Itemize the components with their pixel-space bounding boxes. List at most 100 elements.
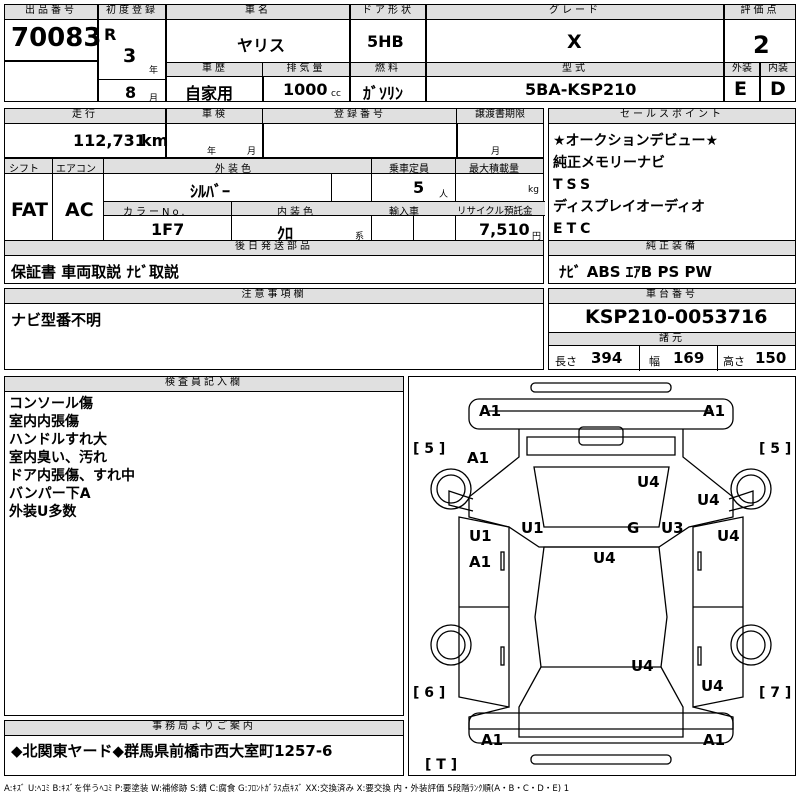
sales-point-item: TSS xyxy=(553,177,595,193)
inspector-item: バンパー下A xyxy=(9,486,91,502)
lot-number-lower xyxy=(4,60,98,102)
displacement-label: 排気量 xyxy=(263,63,349,77)
damage-code: A1 xyxy=(703,731,726,749)
later-parts-box: 後日発送部品 保証書 車両取説 ﾅﾋﾞ取説 xyxy=(4,240,544,284)
model: 5BA-KSP210 xyxy=(525,80,637,99)
color-label: 外装色 xyxy=(215,164,254,175)
car-name-label: 車名 xyxy=(167,5,349,20)
color-number: 1F7 xyxy=(151,220,185,239)
km-unit: km xyxy=(141,131,169,150)
reg-year: 3 xyxy=(123,45,137,67)
sales-point-item: ETC xyxy=(553,221,595,237)
interior-label: 内装 xyxy=(761,63,795,77)
reg-month: 8 xyxy=(125,83,137,102)
inspection-box: 車検 年 月 xyxy=(166,108,264,158)
genuine-equipment-box: 純正装備 ﾅﾋﾞ ABS ｴｱB PS PW xyxy=(548,240,796,284)
sales-point-box: セールスポイント ★オークションデビュー★ 純正メモリーナビ TSS ディスプレ… xyxy=(548,108,796,242)
interior-score-box: 内装 D xyxy=(760,62,796,102)
damage-code: U3 xyxy=(661,519,684,537)
panel-marker: [ T ] xyxy=(425,757,458,773)
length: 394 xyxy=(591,349,623,367)
damage-legend: A:ｷｽﾞ U:ﾍｺﾐ B:ｷｽﾞを伴うﾍｺﾐ P:要塗装 W:補修跡 S:錆 … xyxy=(4,784,570,794)
fuel: ｶﾞｿﾘﾝ xyxy=(363,84,404,103)
damage-code: A1 xyxy=(703,402,726,420)
inspector-box: 検査員記入欄 コンソール傷 室内内張傷 ハンドルすれ大 室内臭い、汚れ ドア内張… xyxy=(4,376,404,716)
displacement: 1000 xyxy=(283,80,328,99)
damage-code: U4 xyxy=(701,677,724,695)
transfer-month-unit: 月 xyxy=(491,147,501,157)
door-label: ドア形状 xyxy=(351,5,425,20)
spec-block: シフト エアコン 外装色 乗車定員 最大積載量 FAT AC ｼﾙﾊﾞｰ 5 人… xyxy=(4,158,545,243)
cc-unit: cc xyxy=(331,89,341,99)
color-number-label: カラーNo. xyxy=(123,207,188,218)
kg-unit: kg xyxy=(528,185,539,195)
kei-unit: 系 xyxy=(355,232,365,242)
grade-label: グレード xyxy=(427,5,723,20)
ac-label: エアコン xyxy=(56,164,96,175)
inspector-item: ドア内張傷、すれ中 xyxy=(9,468,135,484)
inspection-year-unit: 年 xyxy=(207,147,217,157)
damage-code: U4 xyxy=(697,491,720,509)
sales-point-item: ★オークションデビュー★ xyxy=(553,133,719,149)
displacement-box: 排気量 1000 cc xyxy=(262,62,350,102)
inspector-item: ハンドルすれ大 xyxy=(9,432,107,448)
mileage-label: 走行 xyxy=(5,109,165,124)
inspector-item: 室内臭い、汚れ xyxy=(9,450,107,466)
car-outline-diagram xyxy=(430,382,772,765)
exterior-score: E xyxy=(734,78,747,100)
transfer-deadline-label: 譲渡書期限 xyxy=(457,109,543,124)
first-registration-label: 初度登録 xyxy=(99,5,165,20)
history-box: 車歴 自家用 xyxy=(166,62,264,103)
chassis-number: KSP210-0053716 xyxy=(585,306,768,328)
score-box: 評価点 2 xyxy=(724,4,796,64)
height: 150 xyxy=(755,349,787,367)
ac: AC xyxy=(65,199,94,221)
panel-marker: [ 7 ] xyxy=(759,685,792,701)
panel-marker: [ 6 ] xyxy=(413,685,446,701)
score-label: 評価点 xyxy=(725,5,795,20)
shift: FAT xyxy=(11,199,48,221)
inspector-item: 室内内張傷 xyxy=(9,414,79,430)
registration-number-box: 登録番号 xyxy=(262,108,458,158)
sales-point-label: セールスポイント xyxy=(549,109,795,124)
history: 自家用 xyxy=(185,84,234,103)
fuel-label: 燃料 xyxy=(351,63,425,77)
office-message: ◆北関東ヤード◆群馬県前橋市西大室町1257-6 xyxy=(11,742,333,760)
car-name-box: 車名 ヤリス xyxy=(166,4,350,64)
inspector-item: コンソール傷 xyxy=(9,396,93,412)
later-parts: 保証書 車両取説 ﾅﾋﾞ取説 xyxy=(11,263,179,281)
sales-point-list: ★オークションデビュー★ 純正メモリーナビ TSS ディスプレイオーディオ ET… xyxy=(553,130,718,240)
width-label: 幅 xyxy=(649,355,660,368)
grade-box: グレード X xyxy=(426,4,724,64)
era: R xyxy=(104,25,117,44)
capacity: 5 xyxy=(413,178,425,197)
chassis-box: 車台番号 KSP210-0053716 諸元 長さ 394 幅 169 高さ 1… xyxy=(548,288,796,371)
interior-color-label: 内装色 xyxy=(277,207,316,218)
grade: X xyxy=(567,31,582,53)
month-unit: 月 xyxy=(149,94,159,104)
mileage: 112,731 xyxy=(73,131,146,150)
recycle-label: リサイクル預託金 xyxy=(457,206,533,217)
inspector-item: 外装U多数 xyxy=(9,504,77,520)
damage-code: U4 xyxy=(637,473,660,491)
car-diagram-box: A1 A1 A1 U4 U4 U1 U1 G U3 U4 A1 U4 U4 U4… xyxy=(408,376,796,776)
height-label: 高さ xyxy=(723,355,745,368)
year-unit: 年 xyxy=(149,66,159,76)
exterior-color: ｼﾙﾊﾞｰ xyxy=(190,182,231,201)
damage-code: U4 xyxy=(593,549,616,567)
damage-code: A1 xyxy=(467,449,490,467)
notes-box: 注意事項欄 ナビ型番不明 xyxy=(4,288,544,370)
damage-code: U4 xyxy=(717,527,740,545)
exterior-label: 外装 xyxy=(725,63,759,77)
damage-code: A1 xyxy=(481,731,504,749)
inspector-list: コンソール傷 室内内張傷 ハンドルすれ大 室内臭い、汚れ ドア内張傷、すれ中 バ… xyxy=(9,395,135,521)
width: 169 xyxy=(673,349,705,367)
fuel-box: 燃料 ｶﾞｿﾘﾝ xyxy=(350,62,426,103)
notes-label: 注意事項欄 xyxy=(5,289,543,304)
genuine-equipment-label: 純正装備 xyxy=(549,241,795,256)
damage-code: A1 xyxy=(479,402,502,420)
interior-score: D xyxy=(770,78,786,100)
first-registration-box: 初度登録 R 3 年 8 月 xyxy=(98,4,166,104)
lot-number-label: 出品番号 xyxy=(5,5,97,20)
damage-code: A1 xyxy=(469,553,492,571)
